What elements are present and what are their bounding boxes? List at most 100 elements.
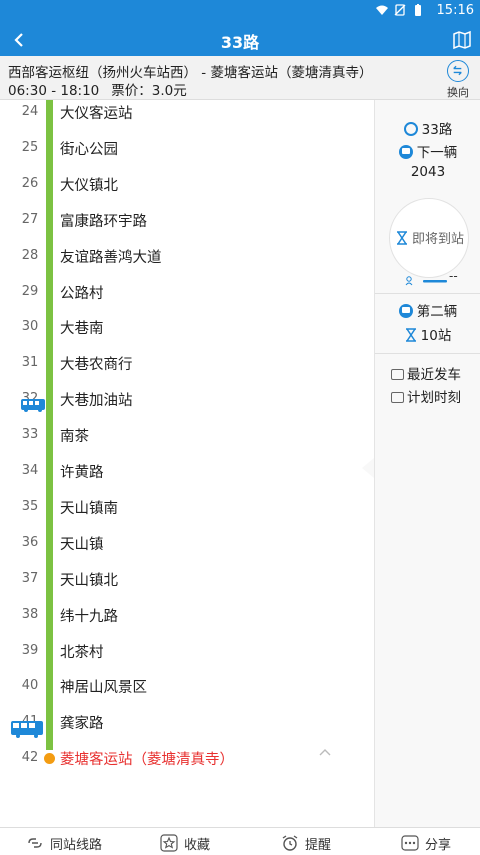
no-sim-icon [394, 4, 406, 16]
crowd-value: -- [449, 269, 458, 283]
eta-text: 即将到站 [411, 232, 464, 247]
panel-divider [375, 293, 480, 294]
stop-name: 公路村 [60, 285, 104, 302]
stop-row[interactable]: 36 天山镇 [0, 526, 374, 562]
route-line [46, 100, 53, 750]
route-name-row: 33路 [375, 118, 480, 138]
share-tab[interactable]: 分享 [401, 832, 451, 854]
hourglass-icon [396, 231, 407, 245]
stop-name: 大巷加油站 [60, 393, 133, 410]
stop-number: 33 [21, 427, 39, 443]
stop-number: 36 [21, 534, 39, 550]
stop-name: 天山镇北 [60, 572, 118, 589]
bus-icon[interactable] [21, 398, 45, 412]
schedule-button[interactable]: 计划时刻 [391, 386, 461, 406]
battery-icon [415, 4, 421, 16]
route-info-bar: 西部客运枢纽（扬州火车站西） - 菱塘客运站（菱塘清真寺） 06:30 - 18… [0, 56, 480, 100]
stop-number: 27 [21, 211, 39, 227]
stop-name: 神居山风景区 [60, 680, 147, 697]
stop-name: 北茶村 [60, 644, 104, 661]
bus-outline-icon [391, 369, 404, 380]
eta-circle: 即将到站 [389, 198, 469, 278]
favorite-tab[interactable]: 收藏 [160, 832, 210, 854]
stop-row[interactable]: 30 大巷南 [0, 310, 374, 346]
second-bus-stops: 10站 [420, 328, 452, 344]
second-bus-label: 第二辆 [416, 304, 458, 320]
same-stop-lines-label: 同站线路 [50, 837, 103, 853]
stop-row[interactable]: 33 南茶 [0, 418, 374, 454]
eta-row: 即将到站 [390, 228, 470, 247]
stop-number: 39 [21, 642, 39, 658]
stop-name: 大巷南 [60, 321, 104, 338]
second-bus-distance-row: 10站 [375, 324, 480, 344]
panel-pointer [362, 458, 374, 478]
stop-number: 26 [21, 175, 39, 191]
stop-name: 大巷农商行 [60, 357, 133, 374]
status-bar: 15:16 [0, 0, 480, 24]
more-dots-icon [401, 835, 419, 851]
stop-row[interactable]: 34 许黄路 [0, 454, 374, 490]
stop-name: 许黄路 [60, 465, 104, 481]
stop-name: 南茶 [60, 429, 89, 446]
crowd-indicator: -- [405, 269, 465, 286]
bottom-toolbar: 同站线路 收藏 提醒 分享 [0, 827, 480, 855]
stop-name: 富康路环宇路 [60, 213, 147, 230]
status-time: 15:16 [436, 3, 474, 18]
back-arrow-icon[interactable] [8, 28, 32, 52]
recent-departure-button[interactable]: 最近发车 [391, 363, 461, 383]
stop-row[interactable]: 40 神居山风景区 [0, 669, 374, 705]
terminal-stop-row[interactable]: 42 菱塘客运站（菱塘清真寺） [0, 741, 374, 777]
stop-name: 天山镇 [60, 536, 104, 553]
stop-row[interactable]: 31 大巷农商行 [0, 346, 374, 382]
stop-row[interactable]: 28 友谊路善鸿大道 [0, 239, 374, 275]
reminder-tab[interactable]: 提醒 [281, 832, 331, 854]
stop-number: 42 [21, 750, 39, 766]
route-direction: 西部客运枢纽（扬州火车站西） - 菱塘客运站（菱塘清真寺） [8, 65, 373, 81]
stop-number: 38 [21, 606, 39, 622]
stop-row[interactable]: 38 纬十九路 [0, 598, 374, 634]
switch-direction-icon [447, 60, 469, 82]
status-icons [376, 4, 424, 16]
stop-number: 24 [21, 104, 39, 119]
stop-row[interactable]: 41龚家路 [0, 705, 374, 741]
app-bar: 33路 [0, 24, 480, 56]
stop-row[interactable]: 39 北茶村 [0, 634, 374, 670]
stop-number: 34 [21, 463, 39, 478]
share-label: 分享 [425, 837, 452, 853]
same-stop-lines-tab[interactable]: 同站线路 [26, 832, 102, 854]
stop-name: 龚家路 [60, 716, 104, 733]
bus-circle-icon [398, 145, 413, 159]
favorite-label: 收藏 [184, 837, 211, 853]
stop-name: 友谊路善鸿大道 [60, 249, 162, 266]
reminder-label: 提醒 [305, 837, 332, 853]
wifi-icon [376, 5, 388, 15]
switch-direction-button[interactable]: 换向 [442, 60, 474, 99]
schedule-icon [391, 392, 404, 403]
stop-name: 菱塘客运站（菱塘清真寺） [60, 752, 234, 769]
stop-number: 25 [21, 139, 39, 155]
stop-number: 28 [21, 247, 39, 263]
panel-divider [375, 353, 480, 354]
stop-number: 40 [21, 678, 39, 694]
stop-name: 纬十九路 [60, 608, 118, 625]
stop-number: 30 [21, 319, 39, 335]
map-icon[interactable] [450, 28, 474, 52]
stop-number: 31 [21, 355, 39, 371]
hourglass-icon [405, 328, 416, 342]
stop-row[interactable]: 27 富康路环宇路 [0, 203, 374, 239]
alarm-clock-icon [282, 835, 298, 851]
next-bus-row: 下一辆 [375, 141, 480, 161]
schedule-label: 计划时刻 [407, 390, 461, 406]
stop-name: 天山镇南 [60, 500, 118, 517]
bus-icon[interactable] [11, 720, 43, 738]
chevron-up-icon[interactable] [318, 748, 332, 756]
